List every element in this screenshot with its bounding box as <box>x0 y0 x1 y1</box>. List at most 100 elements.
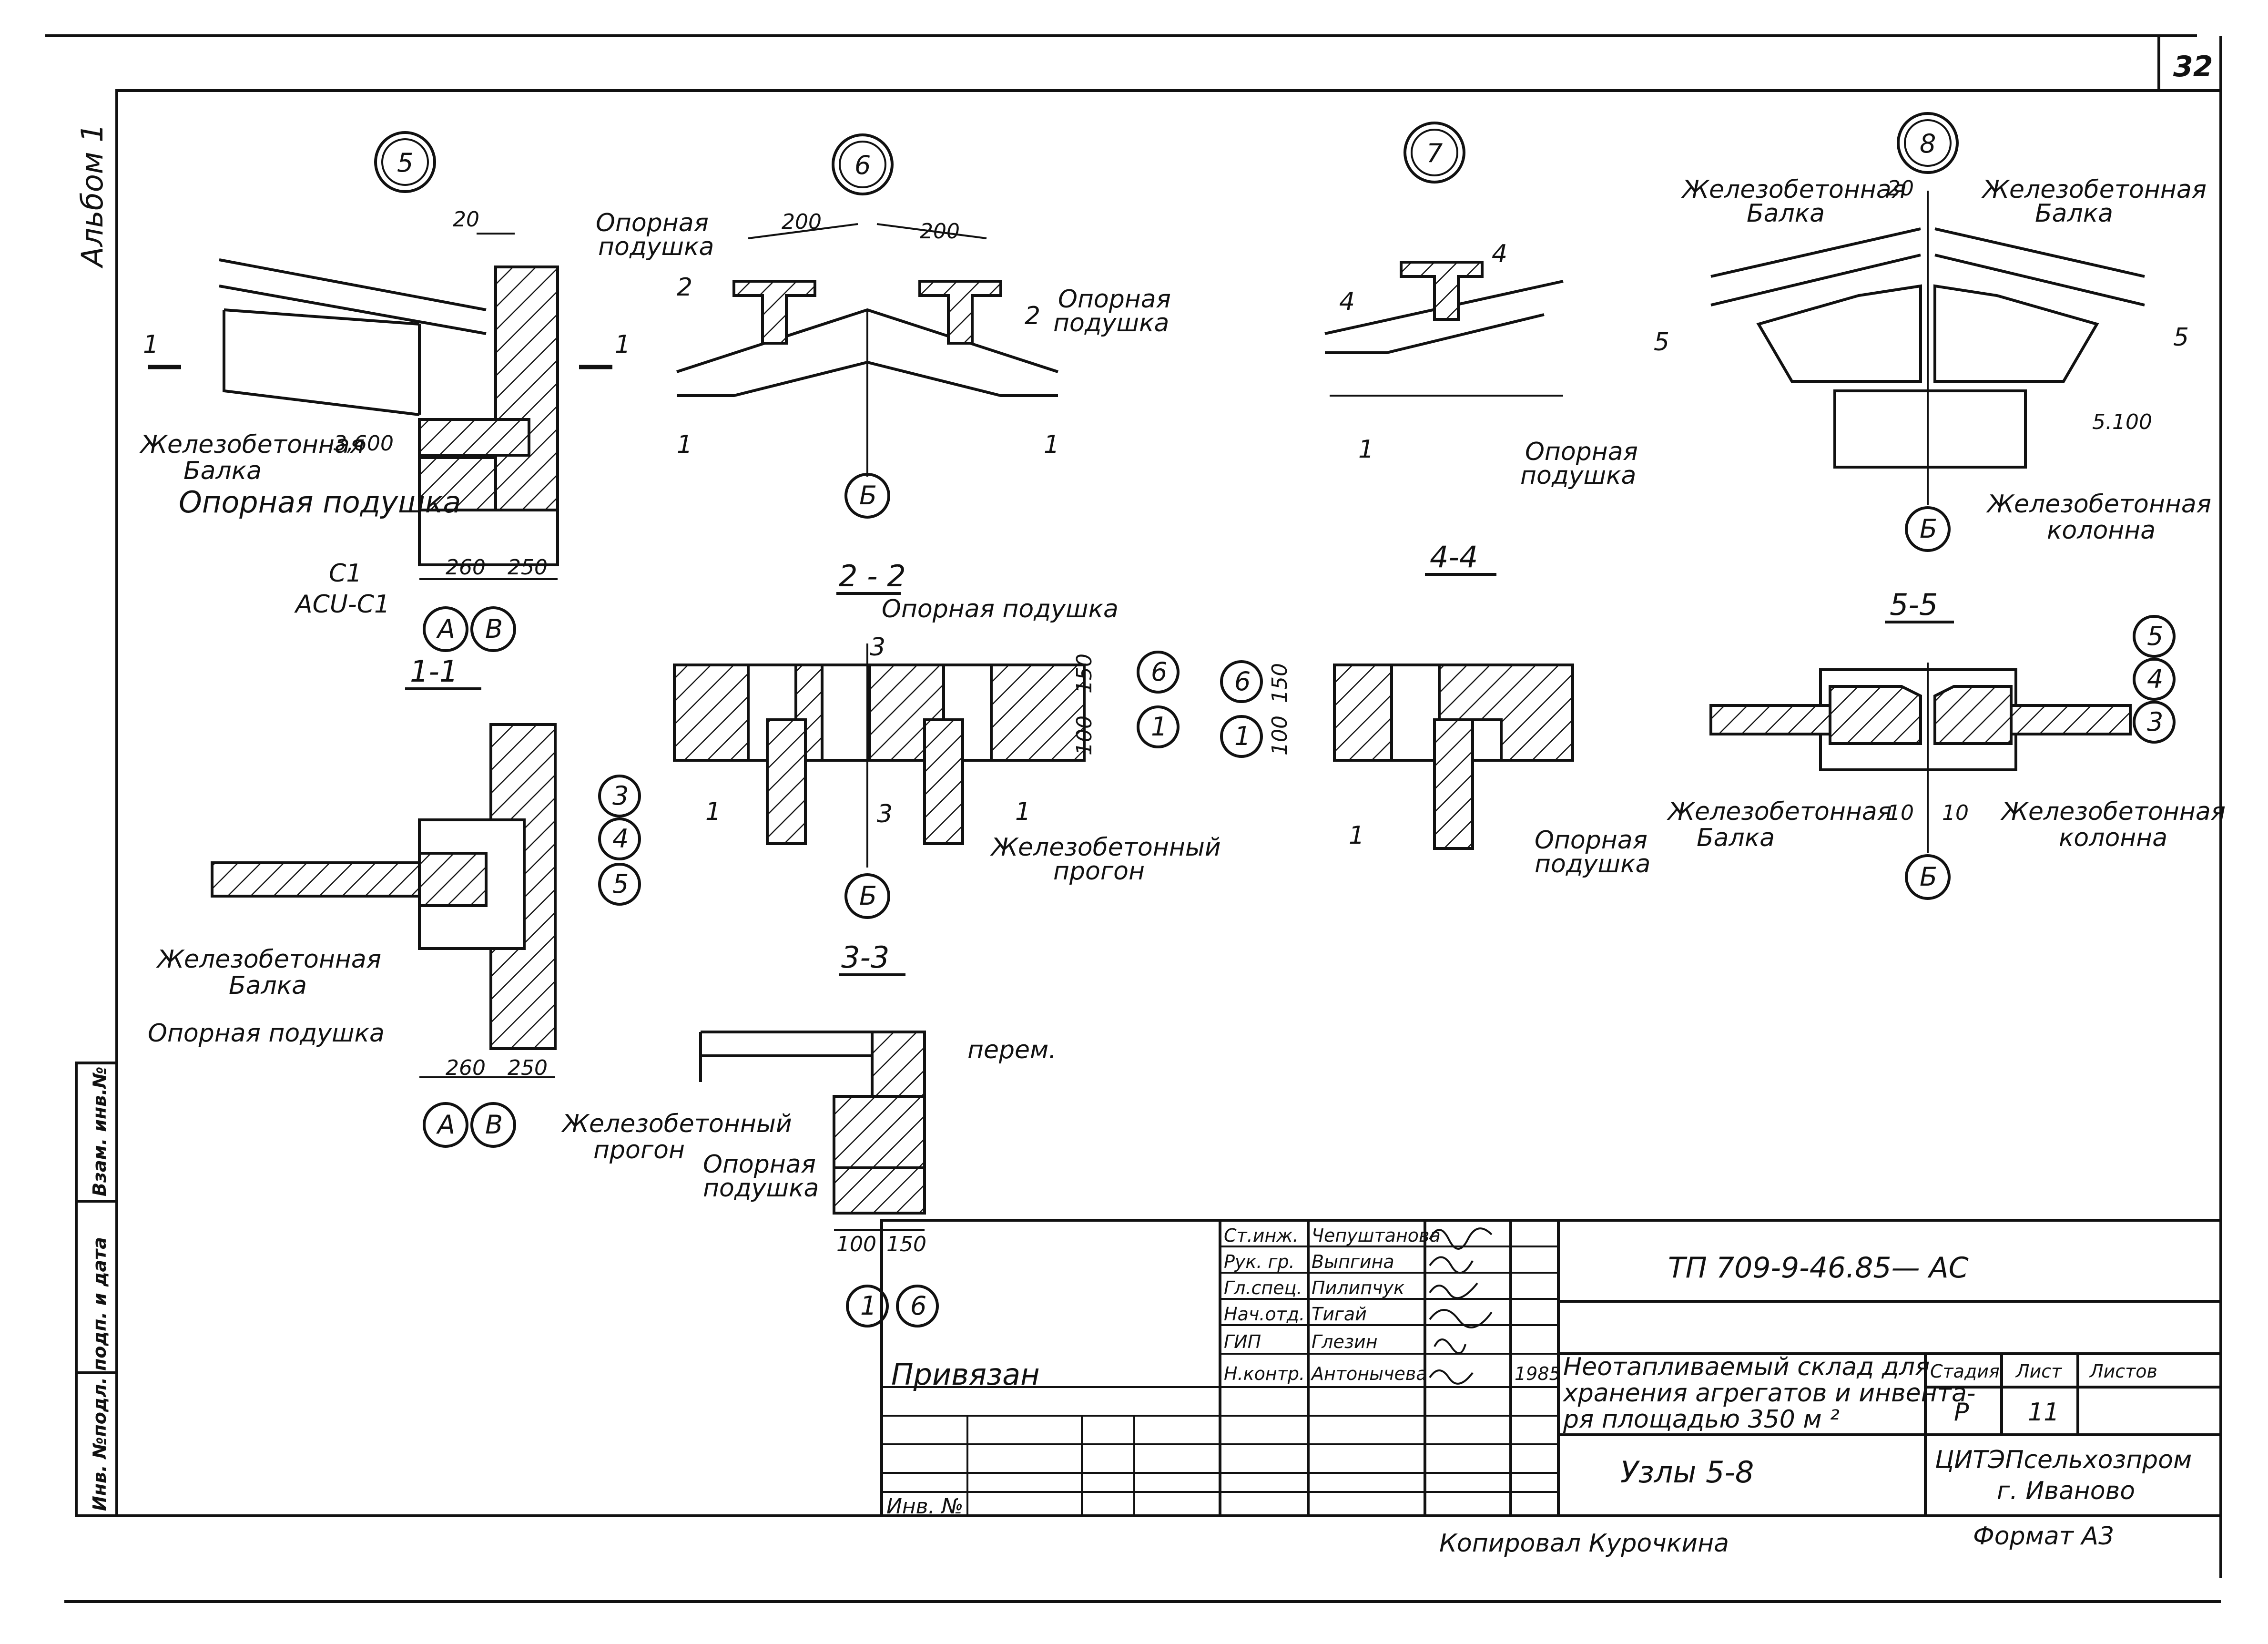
section-1-1-dim-250: 250 <box>508 1056 548 1080</box>
section-5-5-axis-3-label: 3 <box>2147 707 2163 737</box>
axis-a-marker-2 <box>423 1102 468 1148</box>
section-2-2-axis-b-label: Б <box>859 881 877 911</box>
section-5-5-axis-5-label: 5 <box>2147 621 2163 651</box>
node-8-beam-left-1: Железобетонная <box>1681 175 1906 204</box>
staff-name-2: Выпгина <box>1312 1251 1394 1272</box>
node-5-beam-label-1: Железобетонная <box>139 430 365 459</box>
section-5-5-beam-2: Балка <box>1697 824 1775 852</box>
node-8-number: 8 <box>1920 129 1936 159</box>
section-4-4-axis-1-label: 1 <box>1234 721 1251 751</box>
sheet-value: 11 <box>2028 1398 2059 1427</box>
section-2-2-dim-100: 100 <box>1072 715 1097 756</box>
privyazan-label: Привязан <box>891 1357 1040 1392</box>
title-block-grid <box>880 1219 2222 1517</box>
section-2-2-axis-6-label: 6 <box>1151 657 1167 687</box>
section-3-3-title: 3-3 <box>841 940 889 975</box>
section-3-3-dim-100: 100 <box>836 1232 876 1256</box>
node-5-drawing <box>148 233 612 580</box>
section-5-5-column-2: колонна <box>2059 824 2167 852</box>
section-3-3-axis-1-label: 1 <box>860 1291 876 1321</box>
section-2-2-cut-3-top: 3 <box>870 633 885 662</box>
staff-role-2: Рук. гр. <box>1224 1251 1295 1272</box>
node-5-elev-3600: 3,600 <box>334 431 394 456</box>
staff-name-3: Пилипчук <box>1312 1277 1404 1298</box>
axis-3-marker <box>598 775 641 817</box>
section-4-4-pad-2: подушка <box>1535 850 1650 878</box>
section-2-2-purlin-2: прогон <box>1053 857 1145 886</box>
description-line-2: хранения агрегатов и инвента- <box>1562 1379 1976 1408</box>
section-3-3-purlin-2: прогон <box>593 1136 685 1164</box>
staff-role-6: Н.контр. <box>1224 1363 1305 1384</box>
node-5-dim-250: 250 <box>508 555 548 580</box>
section-5-5-dim-10-left: 10 <box>1887 801 1914 825</box>
section-5-5-drawing <box>1709 663 2132 853</box>
section-3-3-purlin-1: Железобетонный <box>561 1110 792 1138</box>
section-4-4-pad-1: Опорная <box>1535 826 1648 855</box>
sheets-header: Листов <box>2089 1361 2157 1382</box>
section-5-5-axis-3-marker <box>2133 701 2176 744</box>
node-8-axis-b-marker <box>1905 506 1951 552</box>
axis-b-marker-2 <box>470 1102 516 1148</box>
section-3-3-axis-6-label: 6 <box>910 1291 926 1321</box>
section-1-1-pad-label: Опорная подушка <box>148 1019 385 1048</box>
section-2-2-dim-150: 150 <box>1072 654 1097 694</box>
description-line-1: Неотапливаемый склад для <box>1563 1353 1930 1381</box>
staff-name-6: Антонычева <box>1310 1363 1427 1384</box>
node-8-beam-left-2: Балка <box>1747 199 1825 228</box>
section-2-2-title: 2 - 2 <box>839 559 906 593</box>
section-2-2-pad-label: Опорная подушка <box>882 595 1119 623</box>
node-6-cut-2-left: 2 <box>677 273 692 302</box>
section-2-2-axis-6-marker <box>1137 651 1180 694</box>
node-8-column-2: колонна <box>2047 516 2156 545</box>
node-6-dim-200-left: 200 <box>782 210 822 234</box>
axis-b-label-2: В <box>485 1110 503 1140</box>
node-5-marker <box>374 131 436 193</box>
section-2-2-cut-1-right: 1 <box>1015 797 1031 826</box>
page-number: 32 <box>2173 50 2213 83</box>
node-8-drawing <box>1710 191 2145 505</box>
section-4-4-axis-6-marker <box>1220 660 1263 703</box>
node-5-beam-label-2: Балка <box>183 457 262 485</box>
node-7-cut-4-left: 4 <box>1339 287 1355 316</box>
stamp-year: 1985 <box>1515 1363 1561 1384</box>
node-8-elev-5100: 5.100 <box>2092 410 2152 434</box>
staff-name-1: Чепуштанова <box>1312 1225 1441 1246</box>
node-6-number: 6 <box>854 150 871 180</box>
staff-name-4: Тигай <box>1312 1304 1367 1325</box>
section-5-5-axis-4-marker <box>2133 658 2176 701</box>
album-label: Альбом 1 <box>75 123 110 269</box>
node-6-drawing <box>676 223 1058 477</box>
node-7-marker <box>1404 122 1465 184</box>
axis-5-marker <box>598 863 641 906</box>
section-4-4-title: 4-4 <box>1430 540 1478 574</box>
section-1-1-title: 1-1 <box>410 654 458 689</box>
node-7-cut-1: 1 <box>1358 435 1374 464</box>
inv-no-label: Инв. № <box>886 1494 963 1519</box>
section-2-2-axis-1-marker <box>1137 705 1180 748</box>
node-8-dim-20: 20 <box>1887 176 1914 201</box>
section-3-3-dim-150: 150 <box>886 1232 926 1256</box>
node-5-c1-label: С1 <box>329 559 362 588</box>
node-8-axis-b-label: Б <box>1920 514 1937 544</box>
node-7-pad-2: подушка <box>1520 461 1636 490</box>
node-8-marker <box>1897 112 1959 174</box>
node-6-pad-left-1: Опорная <box>596 209 709 237</box>
staff-name-5: Глезин <box>1312 1331 1378 1352</box>
section-3-3-axis-1-marker <box>846 1285 889 1327</box>
node-8-beam-right-2: Балка <box>2035 199 2113 228</box>
section-2-2-axis-b-marker <box>844 873 890 919</box>
node-7-drawing <box>1324 261 1564 397</box>
axis-a-marker <box>423 606 468 652</box>
section-3-3-pad-2: подушка <box>703 1174 819 1203</box>
section-4-4-dim-150: 150 <box>1268 663 1292 703</box>
staff-role-4: Нач.отд. <box>1224 1304 1305 1325</box>
node-5-pad-label: Опорная подушка <box>179 485 461 520</box>
section-5-5-axis-4-label: 4 <box>2147 664 2163 694</box>
section-5-5-dim-10-right: 10 <box>1942 801 1969 825</box>
node-5-acu-label: АСU-С1 <box>294 590 390 619</box>
sheet-title: Узлы 5-8 <box>1620 1455 1754 1490</box>
section-4-4-drawing <box>1333 664 1574 850</box>
node-6-pad-right-1: Опорная <box>1058 285 1171 314</box>
node-5-dim-20: 20 <box>453 207 479 232</box>
section-4-4-axis-1-marker <box>1220 715 1263 758</box>
